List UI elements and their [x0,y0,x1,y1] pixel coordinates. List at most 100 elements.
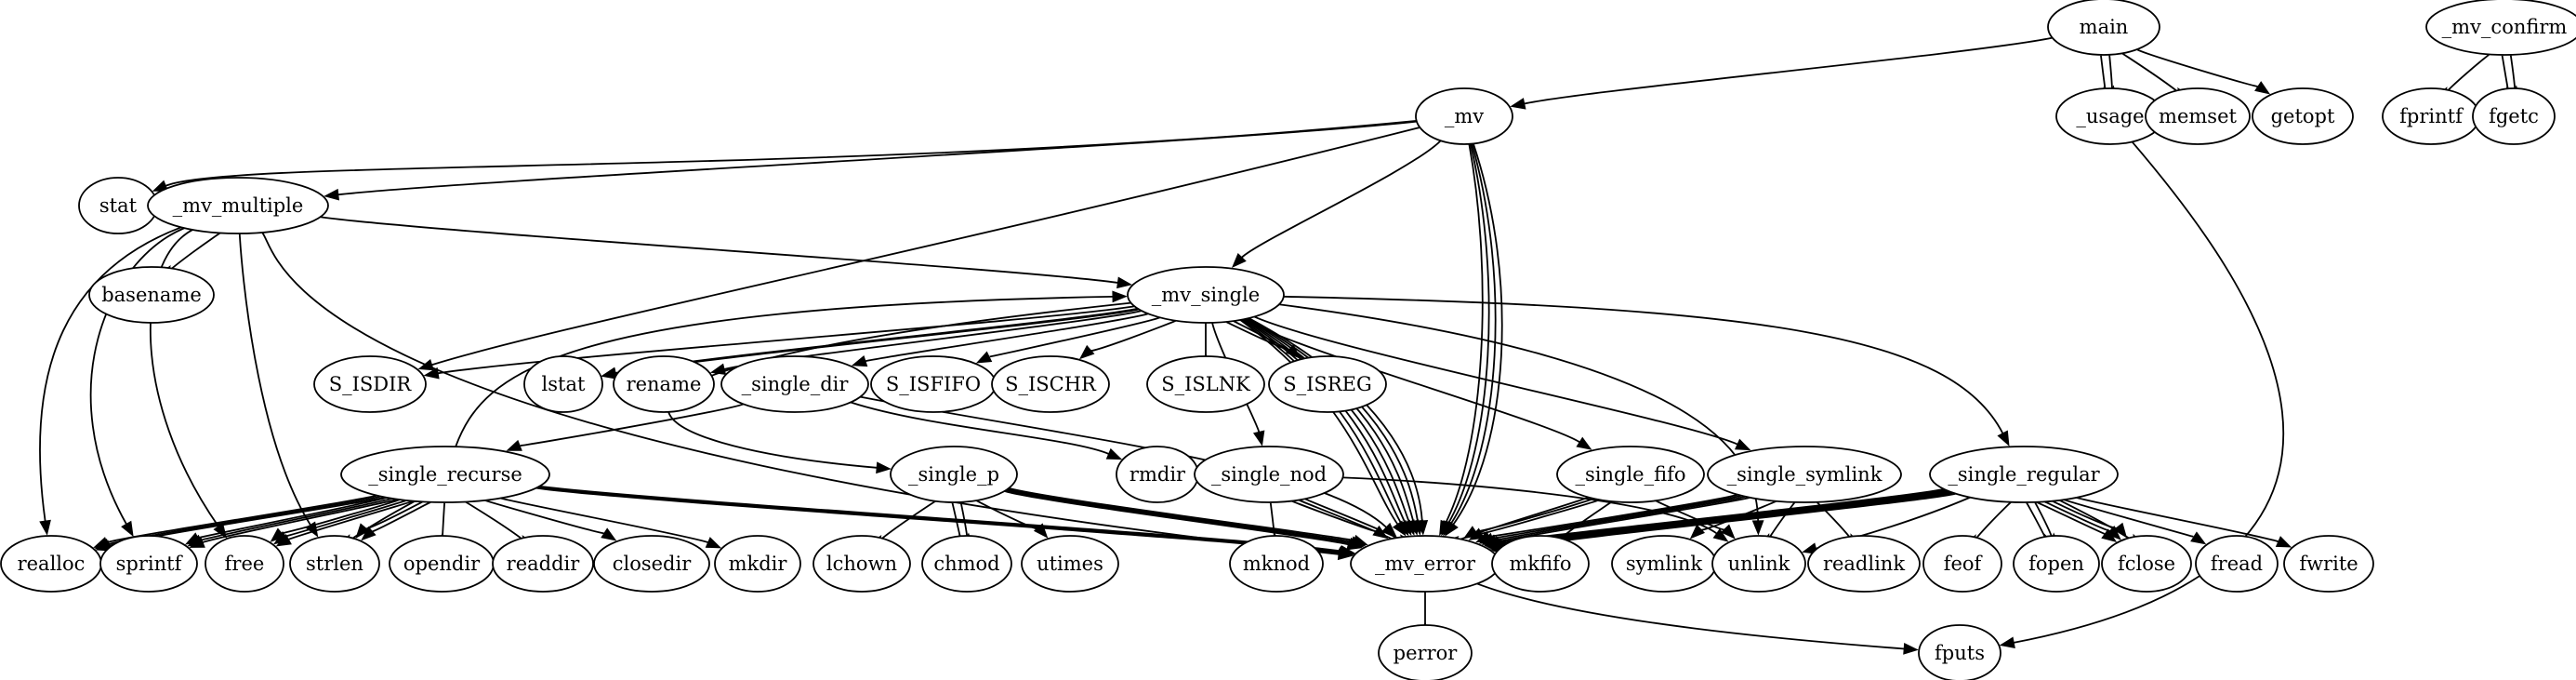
edge-mv-to-mv_error [1445,143,1503,537]
node-usage: _usage [2055,87,2165,145]
node-ellipse [2195,535,2279,593]
edge-line [202,498,399,543]
node-ellipse [99,535,198,593]
node-rename: rename [613,355,715,413]
node-ellipse [2047,0,2160,56]
node-ellipse [1021,535,1119,593]
node-single-symlink: _single_symlink [1707,446,1902,503]
edge-main-to-getopt [2136,48,2271,95]
node-ellipse [1146,355,1265,413]
node-label: S_ISDIR [329,373,413,395]
node-label: realloc [18,553,86,575]
edge-line [1241,318,1403,525]
edge-line [1476,582,1905,650]
edge-line [238,233,311,526]
node-free: free [205,535,284,593]
edge-line [519,403,744,447]
edge-single_p-to-mv_error [1008,487,1368,546]
edge-line [1006,488,1351,544]
node-label: fgetc [2489,105,2539,127]
edge-single_fifo-to-mv_error [1468,499,1601,540]
node-label: _single_fifo [1575,463,1685,486]
edge-single_p-to-utimes [975,500,1049,539]
node-label: symlink [1626,553,1703,575]
edge-line [455,295,1114,447]
arrowhead [1105,447,1123,460]
node-ellipse [313,355,427,413]
edge-line [1492,494,1742,540]
arrowhead [355,523,370,539]
edge-line [2063,499,2195,538]
edge-line [320,216,1118,284]
edge-line [1246,317,1415,522]
edge-mv_single-to-single_symlink [1253,315,1751,451]
edge-single_regular-to-fread [2063,499,2207,545]
edge-single_recurse-to-mkdir [500,497,722,549]
edge-line [280,499,401,534]
node-mkdir: mkdir [714,535,801,593]
node-realloc: realloc [0,535,102,593]
node-ellipse [2013,535,2100,593]
edge-single_recurse-to-closedir [484,499,617,541]
node-label: fwrite [2299,553,2358,575]
node-lchown: lchown [812,535,911,593]
node-main: main [2047,0,2160,56]
arrowhead [1231,252,1247,269]
node-label: _single_p [908,463,999,486]
node-unlink: unlink [1711,535,1806,593]
edge-single_recurse-to-sprintf [189,498,399,548]
node-label: perror [1394,642,1459,664]
arrowhead [601,527,617,541]
arrowhead [705,537,722,549]
arrowhead [1997,430,2010,447]
edge-line [850,401,1110,455]
edge-line [1495,495,1746,541]
node-label: closedir [613,553,692,575]
node-s-ischr: S_ISCHR [991,355,1110,413]
node-ellipse [2283,535,2374,593]
edge-line [2013,140,2285,644]
node-fopen: fopen [2013,535,2100,593]
node-label: feof [1944,553,1984,575]
node-label: unlink [1728,553,1790,575]
node-fgetc: fgetc [2472,87,2556,145]
node-ellipse [147,177,329,234]
edge-mv-to-mv_single [1231,140,1442,269]
node-label: fprintf [2399,105,2464,127]
node-perror: perror [1378,624,1473,680]
node-ellipse [1229,535,1324,593]
node-label: _mv_error [1375,553,1476,575]
node-readdir: readdir [492,535,594,593]
node-ellipse [720,355,869,413]
node-getopt: getopt [2252,87,2354,145]
node-mv-error: _mv_error [1350,535,1500,593]
node-ellipse [1918,624,2001,680]
arrowhead [2106,525,2121,540]
node-label: S_ISLNK [1161,373,1250,395]
node-opendir: opendir [389,535,495,593]
node-basename: basename [88,266,215,324]
arrowhead [876,461,892,474]
edge-line [1004,490,1349,546]
arrowhead [506,439,522,451]
edge-mv_single-to-single_regular [1283,295,2010,447]
node-ellipse [1378,624,1473,680]
edge-line [2136,48,2260,87]
arrowhead [1720,524,1736,540]
edge-line [287,500,415,540]
arrowhead [1352,534,1368,546]
edge-line [2076,496,2279,543]
edge-line [1487,493,1738,538]
node-ellipse [921,535,1012,593]
node-mv: _mv [1415,87,1513,145]
node-memset: memset [2145,87,2251,145]
arrowhead [1112,290,1128,303]
arrowhead [1033,523,1049,539]
node-ellipse [2101,535,2192,593]
node-label: lchown [826,553,897,575]
node-symlink: symlink [1611,535,1717,593]
edge-line [1524,36,2053,105]
arrowhead [1510,98,1526,110]
